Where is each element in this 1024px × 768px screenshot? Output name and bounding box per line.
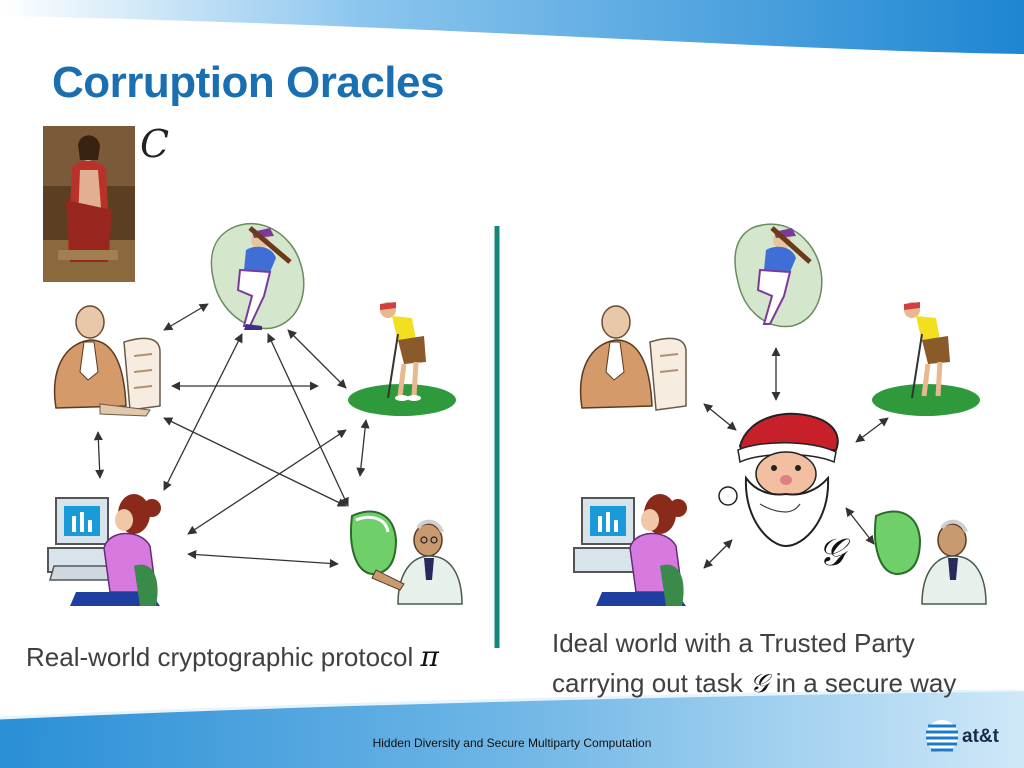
arrow [703,403,737,431]
arrow [855,417,889,443]
slide-title: Corruption Oracles [52,58,444,107]
arrow [703,539,733,569]
header-band [0,0,1024,54]
ideal-world-caption-line2: carrying out task 𝒢 in a secure way [552,668,956,700]
footer-band [0,690,1024,768]
ideal-caption-pre: carrying out task [552,668,743,698]
arrow [356,419,370,477]
golfer-icon [348,302,456,416]
baseball-batter-icon [734,223,823,328]
arrow [163,333,243,491]
task-symbol: 𝒢 [749,669,769,699]
trusted-party-label: 𝒢 [818,530,846,574]
woman-computer-icon [573,494,687,606]
arrow [187,429,347,535]
arrow [163,303,209,331]
ideal-world-caption-line1: Ideal world with a Trusted Party [552,628,915,658]
arrow [93,431,105,479]
slide-number: 34 [38,720,52,734]
arrow [267,333,349,507]
real-world-arrows [93,303,370,568]
arrow [163,417,347,507]
businessman-computer-icon [53,305,161,417]
arrow [845,507,875,545]
arrow [287,329,347,389]
real-world-caption-text: Real-world cryptographic protocol [26,642,414,672]
woman-computer-icon [47,494,161,606]
trusted-party-santa-icon [718,412,839,548]
ideal-caption-post: in a secure way [775,668,957,698]
scientist-icon [350,510,463,605]
real-world-caption: Real-world cryptographic protocol π [26,640,439,673]
oracle-painting-icon [43,126,135,282]
footer-text: Hidden Diversity and Secure Multiparty C… [372,736,652,750]
arrow [187,550,339,568]
scientist-icon [874,510,987,605]
golfer-icon [872,302,980,416]
att-logo-text: at&t [962,726,999,747]
baseball-batter-icon [210,222,305,330]
att-globe-icon [926,720,958,752]
businessman-computer-icon [579,305,687,411]
protocol-symbol: π [420,640,439,673]
ideal-world-arrows [703,347,889,569]
corruption-oracle-symbol: C [140,122,170,166]
